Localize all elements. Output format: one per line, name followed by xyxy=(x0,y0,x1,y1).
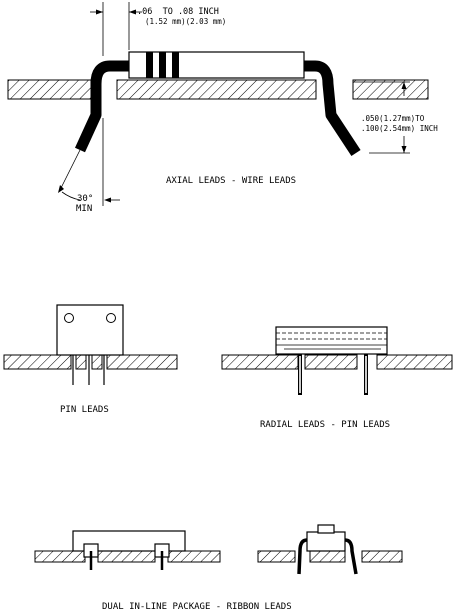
ribbon-package-top xyxy=(317,524,335,534)
dim-top-arrowhead-left xyxy=(96,9,103,15)
pin-board-middle xyxy=(75,354,87,370)
dip-board-middle xyxy=(97,550,156,563)
dim-top-arrowhead-right xyxy=(129,9,136,15)
pin-board-middle-2 xyxy=(91,354,103,370)
dim-top-metric-label: (1.52 mm)(2.03 mm) xyxy=(145,17,226,26)
pin-leads-figure: PIN LEADS xyxy=(3,304,178,415)
dim-right-label-1: .050(1.27mm)TO xyxy=(361,114,425,123)
angle-arrowhead-right xyxy=(104,197,111,203)
ribbon-board-left xyxy=(257,550,296,563)
axial-lead-left xyxy=(74,60,133,153)
radial-board-right xyxy=(376,354,453,370)
dim-right-arrowhead-bottom xyxy=(401,146,407,153)
dip-board-right xyxy=(167,550,221,563)
color-band-1 xyxy=(146,52,153,78)
angle-sub-label: MIN xyxy=(76,204,92,214)
board-left xyxy=(7,79,92,100)
ribbon-board-right xyxy=(361,550,403,563)
color-band-2 xyxy=(159,52,166,78)
radial-component-body xyxy=(275,326,388,355)
dip-figure: DUAL IN-LINE PACKAGE - RIBBON LEADS xyxy=(34,524,403,612)
dim-right-arrowhead-top xyxy=(401,82,407,89)
radial-board-middle xyxy=(304,354,358,370)
axial-caption: AXIAL LEADS - WIRE LEADS xyxy=(166,176,296,186)
color-band-3 xyxy=(172,52,179,78)
angle-arc xyxy=(61,191,81,201)
angle-arrowhead-left xyxy=(58,185,64,193)
pin-caption: PIN LEADS xyxy=(60,405,109,415)
dip-board-left xyxy=(34,550,86,563)
angle-lead-extension xyxy=(59,149,81,191)
pin-board-right xyxy=(106,354,178,370)
ribbon-lead-left xyxy=(297,538,308,575)
pin-board-left xyxy=(3,354,72,370)
dim-top-label: .06 TO .08 INCH xyxy=(137,7,219,17)
axial-lead-right xyxy=(302,60,361,157)
axial-component-body xyxy=(128,51,305,79)
radial-leads-figure: RADIAL LEADS - PIN LEADS xyxy=(221,326,453,430)
axial-leads-figure: .06 TO .08 INCH (1.52 mm)(2.03 mm) .050(… xyxy=(7,2,438,214)
angle-label: 30° xyxy=(77,194,93,204)
mounting-hole-left xyxy=(64,313,74,323)
board-middle xyxy=(116,79,317,100)
pin-component-body xyxy=(56,304,124,356)
dip-caption: DUAL IN-LINE PACKAGE - RIBBON LEADS xyxy=(102,602,292,612)
ribbon-board-middle xyxy=(309,550,346,563)
mounting-hole-right xyxy=(106,313,116,323)
ribbon-package-body xyxy=(306,531,346,552)
radial-board-left xyxy=(221,354,299,370)
dim-right-label-2: .100(2.54mm) INCH xyxy=(361,124,438,133)
board-right xyxy=(352,79,429,100)
radial-caption: RADIAL LEADS - PIN LEADS xyxy=(260,420,390,430)
ribbon-lead-right xyxy=(344,538,358,575)
